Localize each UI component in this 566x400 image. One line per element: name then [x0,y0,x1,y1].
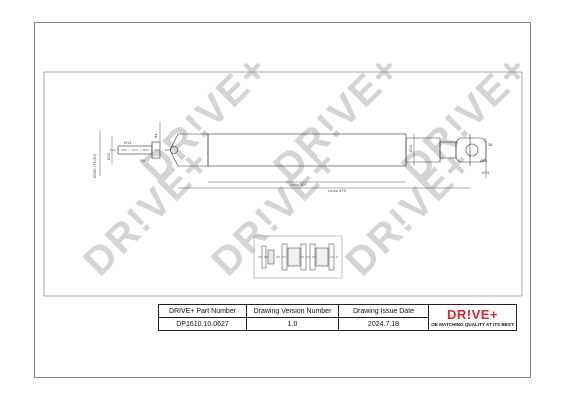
dim-eye-diameter: Ø14 [408,144,413,152]
title-block: DRIVE+ Part Number Drawing Version Numbe… [158,304,517,331]
header-issue-date: Drawing Issue Date [338,304,429,318]
drawing-frame [43,71,523,297]
dimension-labels: Ø150 (75-90) Ø12 Ø8 84 M12 Lmin 307 Lmax… [92,133,493,193]
value-drawing-version: 1.0 [246,317,339,331]
washer [151,141,161,159]
dim-small-diameter: Ø12 [106,153,111,160]
logo-slogan: OE MATCHING QUALITY AT ITS BEST [431,321,514,327]
value-issue-date: 2024.7.18 [338,317,429,331]
dim-body-diameter: Ø58 [480,158,488,163]
sheet-border [34,22,531,378]
hardware-kit [253,235,343,279]
dim-overall-diameter: Ø150 (75-90) [92,153,97,178]
shock-absorber [99,122,487,189]
kit-frame [253,235,343,279]
right-reducer [405,137,441,163]
dim-thread: M12 [124,141,132,145]
dim-min-length: Lmin 307 [290,183,307,187]
logo-text: DR!VE+ [446,306,499,322]
watermarks: DR!VE+ DR!VE+ DR!VE+ DR!VE+ DR!VE+ DR!VE… [75,46,537,284]
dim-left-length: Ø8 [140,158,146,163]
value-part-number: DP1610.10.0627 [158,317,247,331]
dim-eye-length: 84 [154,133,158,138]
dim-eye-width: 38 [488,143,493,147]
dim-max-length: Lmax 475 [328,189,346,193]
brand-logo: DR!VE+ OE MATCHING QUALITY AT ITS BEST [428,304,517,331]
dim-eye-height: Ø15 [482,170,489,175]
header-drawing-version: Drawing Version Number [246,304,339,318]
header-part-number: DRIVE+ Part Number [158,304,247,318]
